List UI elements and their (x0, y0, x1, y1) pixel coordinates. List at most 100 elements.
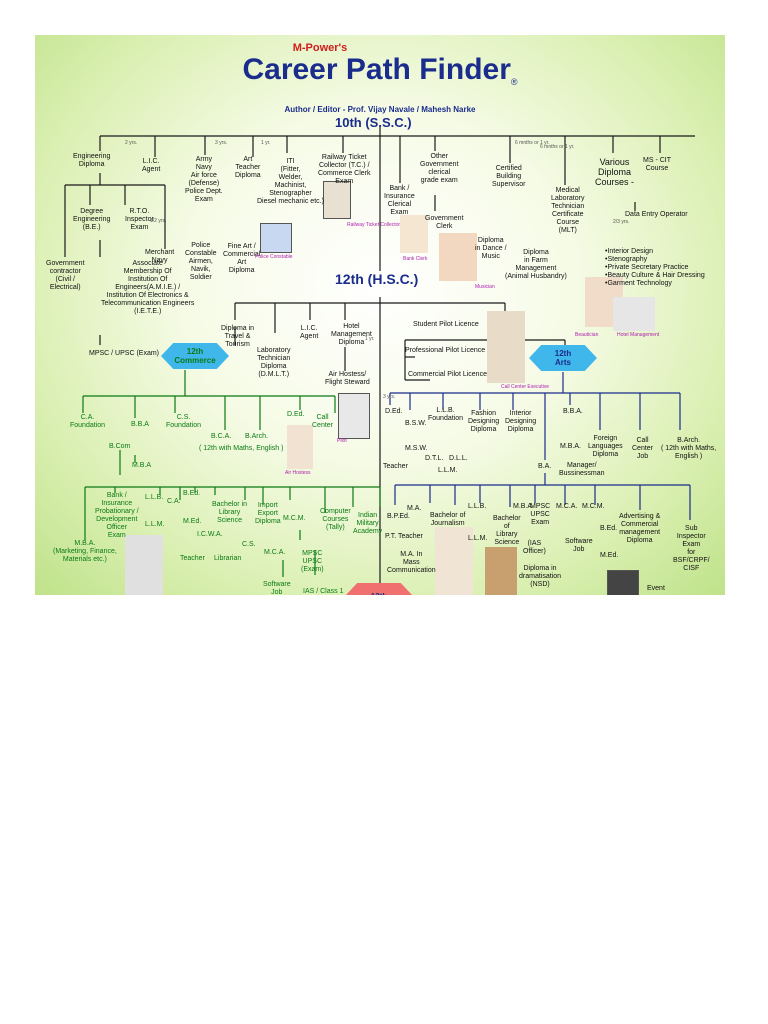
career-chart: M-Power's Career Path Finder® Author / E… (35, 35, 725, 595)
node-teacher-a: Teacher (383, 463, 408, 470)
authors: Author / Editor - Prof. Vijay Navale / M… (284, 105, 476, 114)
node-amie: Associate Membership Of Institution Of E… (101, 260, 195, 315)
node-dll: D.L.L. (449, 455, 468, 462)
node-llb-a: L.L.B. (468, 503, 487, 510)
node-sub-inspector: Sub Inspector Exam for BSF/CRPF/ CISF (673, 525, 710, 572)
node-callcenter-c: Call Center (312, 414, 334, 429)
bank-clerk-image (400, 215, 428, 253)
node-msw: M.S.W. (405, 445, 428, 452)
node-mca-c: M.C.A. (264, 549, 286, 556)
node-bba-a: B.B.A. (563, 408, 583, 415)
musician-image (439, 233, 477, 281)
node-farm: Diploma in Farm Management (Animal Husba… (505, 249, 567, 280)
node-hotel: Hotel Management Diploma (331, 323, 372, 346)
node-librarian: Librarian (214, 555, 242, 562)
node-art-teacher: Art Teacher Diploma (235, 156, 261, 179)
node-army: Army Navy Air force (Defense) Police Dep… (185, 156, 223, 203)
node-mcm-a: M.C.M. (582, 503, 605, 510)
node-bsw: B.S.W. (405, 420, 427, 427)
duration-label: 3 yrs. (215, 140, 228, 146)
brand: M-Power's (292, 42, 348, 54)
node-data-entry: Data Entry Operator (625, 211, 688, 218)
node-railway: Railway Ticket Collector (T.C.) / Commer… (318, 154, 371, 185)
picture-caption: Call Center Executive (501, 384, 550, 390)
node-ma: M.A. (407, 505, 422, 512)
node-bed-a: B.Ed. (600, 525, 618, 532)
node-bca: B.C.A. (211, 433, 232, 440)
picture-caption: Police Constable (255, 254, 293, 260)
duration-label: 3 yrs. (383, 394, 396, 400)
node-blib-c: Bachelor in Library Science (212, 501, 248, 524)
node-event: Event (647, 585, 665, 592)
node-mba-a2: M.B.A. (513, 503, 535, 510)
duration-label: 2 yrs. (125, 140, 138, 146)
node-mcm-c: M.C.M. (283, 515, 306, 522)
node-lic-agent-2: L.I.C. Agent (300, 325, 319, 340)
computer-image (607, 570, 639, 595)
node-mpsc-upsc-1: MPSC / UPSC (Exam) (89, 350, 160, 357)
node-eng-diploma: Engineering Diploma (73, 153, 111, 168)
node-dance: Diploma in Dance / Music (475, 237, 507, 260)
node-ias-a: (IAS Officer) (523, 540, 546, 555)
node-icwa: I.C.W.A. (197, 531, 223, 538)
node-manager: Manager/ Bussinessman (559, 462, 605, 477)
call-center-image (287, 425, 313, 469)
hub-12th-commerce: 12th Commerce (161, 343, 229, 369)
node-degree-eng: Degree Engineering (B.E.) (73, 208, 111, 231)
node-ias-c: IAS / Class 1 (303, 588, 344, 595)
node-med-c: M.Ed. (183, 518, 202, 525)
node-travel: Diploma in Travel & Tourism (221, 325, 255, 348)
node-llm-a2: L.L.M. (468, 535, 488, 542)
air-hostess-image (338, 393, 370, 439)
node-bba-c: B.B.A (131, 421, 149, 428)
node-dtl: D.T.L. (425, 455, 444, 462)
picture-caption: Musician (475, 284, 495, 290)
node-merchant: Merchant Navy (145, 249, 175, 264)
node-iti: ITI (Fitter, Welder, Machinist, Stenogra… (257, 158, 324, 205)
node-bcom: B.Com (109, 443, 131, 450)
picture-caption: Beautician (575, 332, 599, 338)
node-blib-a: Bachelor of Library Science (493, 515, 521, 546)
picture-caption: Hotel Management (617, 332, 660, 338)
node-mpsc-upsc-a: MPSC UPSC Exam (530, 503, 551, 526)
node-rto: R.T.O. Inspector Exam (125, 208, 154, 231)
duration-label: 1/2 yrs. (150, 218, 167, 224)
node-fine-art: Fine Art / Commercial Art Diploma (223, 243, 261, 274)
picture-caption: Pilot (337, 438, 347, 444)
duration-label: 1 yr. (365, 336, 375, 342)
duration-label: 6 mnths or 1 yr. (515, 140, 550, 146)
tailor-image (613, 297, 655, 331)
node-lic-agent-1: L.I.C. Agent (142, 158, 161, 173)
node-software-c: Software Job (263, 581, 291, 595)
node-bank-clerk: Bank / Insurance Clerical Exam (384, 185, 415, 216)
duration-label: 2/3 yrs. (613, 219, 630, 225)
library-image (485, 547, 517, 595)
node-pilot-student: Student Pilot Licence (413, 321, 479, 328)
node-llb-found: L.L.B. Foundation (428, 407, 464, 422)
node-foreign: Foreign Languages Diploma (588, 435, 623, 458)
node-ba: B.A. (538, 463, 552, 470)
node-other-govt: Other Government clerical grade exam (420, 153, 459, 184)
node-callcenter-a: Call Center Job (632, 437, 654, 460)
node-bed-c: B.Ed. (183, 490, 201, 497)
node-police: Police Constable Airmen, Navik, Soldier (185, 242, 217, 281)
node-govt-clerk: Government Clerk (425, 215, 464, 230)
hub-12th-science: 12th (345, 583, 413, 595)
duration-label: 6 mnths or 1 yr. (540, 144, 575, 150)
node-cs-c: C.S. (242, 541, 256, 548)
node-interior: Interior Designing Diploma (505, 410, 537, 433)
node-mba-c: M.B.A (132, 462, 152, 469)
node-llb-c: L.L.B. (145, 494, 164, 501)
node-mba-a: M.B.A. (560, 443, 582, 450)
node-fashion: Fashion Designing Diploma (468, 410, 500, 433)
node-software-a: Software Job (565, 538, 593, 553)
hub-10th: 10th (S.S.C.) (335, 115, 412, 130)
node-journalism: Bachelor of Journalism (430, 512, 466, 527)
node-ms-cit: MS - CIT Course (643, 157, 671, 172)
node-bank-po: Bank / Insurance Probationary / Developm… (95, 492, 139, 539)
journalist-image (435, 527, 473, 595)
node-llm-c: L.L.M. (145, 521, 165, 528)
picture-caption: Bank Clerk (403, 256, 428, 262)
node-various: Various Diploma Courses - (595, 157, 635, 187)
node-diploma-list: •Interior Design •Stenography •Private S… (605, 248, 705, 287)
